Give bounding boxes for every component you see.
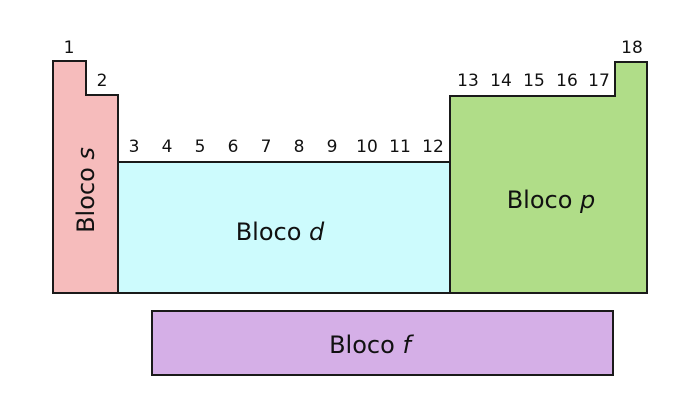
group-number: 8 <box>294 137 305 157</box>
s-block-region <box>52 60 119 294</box>
p-block-word: Bloco <box>507 186 573 214</box>
p-block-letter: p <box>579 186 595 214</box>
group-number: 15 <box>523 71 545 91</box>
group-number-labels: 1 2 3 4 5 6 7 8 9 10 11 12 13 14 15 16 1… <box>64 38 643 157</box>
d-block-letter: d <box>309 218 325 246</box>
d-block-region <box>117 161 451 294</box>
f-block-label: Bloco f <box>329 331 414 359</box>
d-block-label: Bloco d <box>236 218 325 246</box>
group-number: 14 <box>490 71 512 91</box>
d-block-word: Bloco <box>236 218 302 246</box>
group-number: 13 <box>457 71 479 91</box>
p-block-region <box>449 61 648 294</box>
f-block-region <box>151 310 614 376</box>
group-number: 1 <box>64 38 75 58</box>
s-block-label: Bloco s <box>72 147 100 233</box>
group-number: 11 <box>389 137 411 157</box>
s-block-letter: s <box>72 147 100 160</box>
group-number: 10 <box>356 137 378 157</box>
group-number: 5 <box>195 137 206 157</box>
group-number: 6 <box>228 137 239 157</box>
group-number: 4 <box>162 137 173 157</box>
f-block-word: Bloco <box>329 331 395 359</box>
group-number: 16 <box>556 71 578 91</box>
group-number: 17 <box>588 71 610 91</box>
p-block-label: Bloco p <box>507 186 596 214</box>
group-number: 7 <box>261 137 272 157</box>
group-number: 12 <box>422 137 444 157</box>
group-number: 2 <box>97 71 108 91</box>
group-number: 18 <box>621 38 643 58</box>
group-number: 3 <box>129 137 140 157</box>
group-number: 9 <box>327 137 338 157</box>
s-block-word: Bloco <box>72 167 100 233</box>
